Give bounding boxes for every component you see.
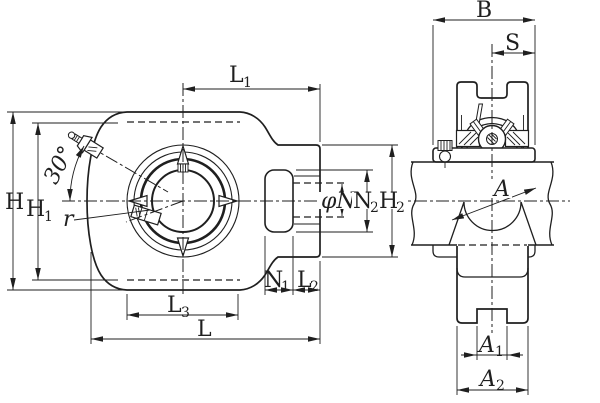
label-A2-sub: 2	[496, 378, 505, 394]
dim-A: A	[451, 177, 537, 221]
dim-S: S	[492, 31, 535, 56]
label-phiN: φN	[321, 189, 356, 214]
label-L1-sub: 1	[243, 75, 252, 91]
r-leader	[73, 209, 151, 221]
dim-A2: A 2	[456, 326, 529, 395]
label-L: L	[197, 317, 212, 342]
label-H2-sub: 2	[396, 200, 405, 216]
side-view	[410, 81, 554, 324]
inner-ring-left	[455, 129, 481, 148]
label-L2: L	[297, 268, 312, 293]
dimensions: L 1 H H 1 30° r L 3	[5, 0, 537, 395]
dim-L: L	[90, 252, 321, 344]
label-A2: A	[478, 367, 496, 392]
label-N2: N	[353, 189, 372, 214]
dim-A1: A 1	[461, 326, 523, 360]
label-A1: A	[477, 333, 495, 358]
label-N1: N	[264, 268, 283, 293]
label-H1: H	[26, 197, 45, 222]
label-angle: 30°	[39, 142, 79, 188]
dim-H1: H 1	[26, 122, 118, 281]
grease-fitting-side	[437, 140, 453, 168]
dim-H2: H 2	[322, 144, 405, 258]
dim-L1: L 1	[183, 63, 321, 142]
label-A: A	[492, 177, 510, 202]
label-S: S	[505, 31, 520, 56]
label-L1: L	[229, 63, 244, 88]
label-H1-sub: 1	[44, 209, 53, 225]
dim-angle-30: 30°	[39, 142, 85, 202]
shaft-break-right	[547, 161, 554, 246]
dim-B: B	[432, 0, 536, 145]
label-L2-sub: 2	[310, 279, 319, 295]
dim-N2: N 2	[296, 169, 379, 233]
collar-lower-right	[528, 245, 536, 258]
label-N2-sub: 2	[370, 200, 379, 216]
dim-L3: L 3	[126, 293, 239, 321]
dim-H: H	[5, 111, 125, 291]
setscrew-axis	[125, 200, 184, 223]
grease-fitting-axis	[67, 133, 169, 193]
slider-frame-lower	[432, 245, 536, 324]
label-N1-sub: 1	[281, 279, 290, 295]
collar-lower-left	[432, 245, 457, 258]
label-L3-sub: 3	[181, 305, 190, 321]
label-H: H	[5, 190, 24, 215]
label-H2: H	[379, 189, 398, 214]
label-r: r	[63, 207, 75, 232]
inner-ring-right	[504, 129, 530, 148]
dim-phiN: φN	[293, 182, 356, 218]
shaft	[410, 161, 554, 246]
dim-N1-L2: N 1 L 2	[264, 236, 320, 295]
bearing-cross-section	[455, 103, 530, 154]
label-B: B	[476, 0, 492, 23]
label-A1-sub: 1	[495, 344, 504, 360]
shaft-break-left	[410, 161, 417, 246]
label-L3: L	[167, 293, 182, 318]
